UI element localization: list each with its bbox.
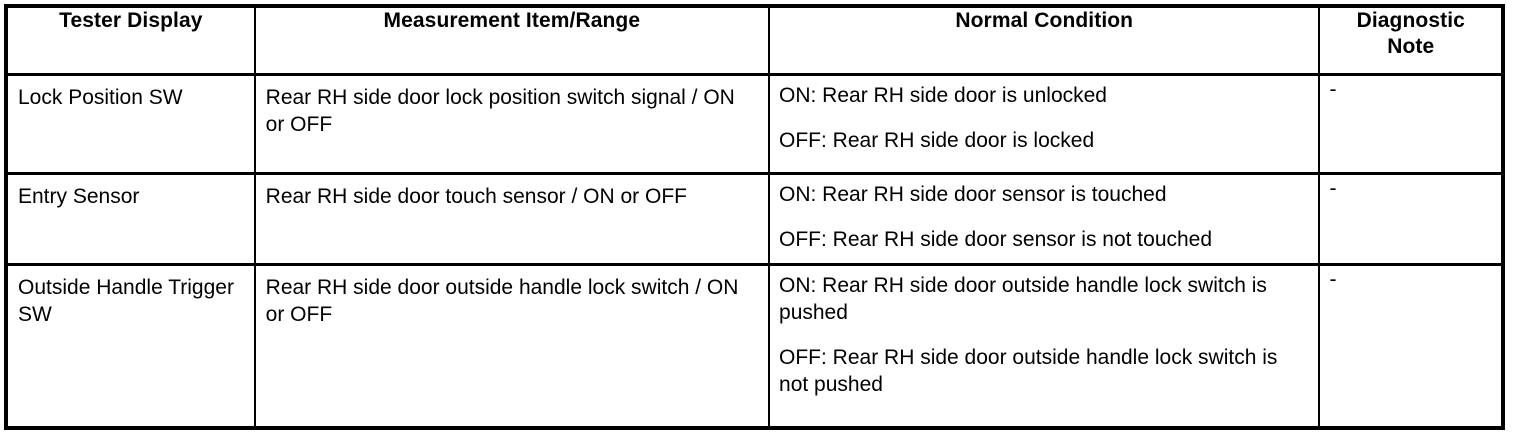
table-row: Entry Sensor Rear RH side door touch sen… — [6, 173, 1503, 266]
tester-display-value: Outside Handle Trigger SW — [18, 276, 240, 326]
header-label-normal-condition: Normal Condition — [955, 9, 1134, 32]
cell-normal-condition: ON: Rear RH side door is unlocked OFF: R… — [769, 74, 1321, 175]
table-row: Outside Handle Trigger SW Rear RH side d… — [6, 264, 1503, 428]
condition-spacer — [779, 208, 1310, 226]
normal-condition-block: ON: Rear RH side door outside handle loc… — [770, 266, 1318, 404]
condition-on-value: ON: Rear RH side door is unlocked — [779, 84, 1107, 107]
diagnostic-note-value: - — [1329, 78, 1337, 101]
condition-off-value: OFF: Rear RH side door sensor is not tou… — [779, 228, 1213, 251]
header-label-diagnostic-note-line2: Note — [1387, 35, 1435, 58]
diagnostic-note-value: - — [1329, 268, 1337, 291]
normal-condition-block: ON: Rear RH side door is unlocked OFF: R… — [770, 76, 1318, 160]
cell-tester-display: Entry Sensor — [6, 173, 256, 266]
condition-on-value: ON: Rear RH side door outside handle loc… — [779, 274, 1273, 324]
measurement-value: Rear RH side door touch sensor / ON or O… — [265, 185, 687, 208]
header-cell-diagnostic-note: Diagnostic Note — [1319, 6, 1503, 76]
table-row: Lock Position SW Rear RH side door lock … — [6, 74, 1503, 175]
diagnostic-note-value: - — [1329, 177, 1337, 200]
cell-measurement: Rear RH side door outside handle lock sw… — [254, 264, 771, 428]
header-label-tester-display: Tester Display — [59, 9, 203, 32]
cell-tester-display: Lock Position SW — [6, 74, 256, 175]
measurement-value: Rear RH side door outside handle lock sw… — [265, 276, 745, 326]
measurement-value: Rear RH side door lock position switch s… — [265, 86, 741, 136]
cell-measurement: Rear RH side door lock position switch s… — [254, 74, 771, 175]
cell-normal-condition: ON: Rear RH side door outside handle loc… — [769, 264, 1321, 428]
cell-tester-display: Outside Handle Trigger SW — [6, 264, 256, 428]
tester-display-value: Entry Sensor — [18, 185, 140, 208]
condition-spacer — [779, 326, 1310, 344]
cell-measurement: Rear RH side door touch sensor / ON or O… — [254, 173, 771, 266]
header-cell-normal-condition: Normal Condition — [769, 6, 1321, 76]
condition-off-value: OFF: Rear RH side door outside handle lo… — [779, 346, 1284, 396]
header-label-diagnostic-note-line1: Diagnostic — [1356, 9, 1465, 32]
tester-display-value: Lock Position SW — [18, 86, 183, 109]
diagnostic-data-table: Tester Display Measurement Item/Range No… — [4, 4, 1505, 430]
cell-diagnostic-note: - — [1319, 264, 1503, 428]
condition-spacer — [779, 109, 1310, 127]
header-cell-tester-display: Tester Display — [6, 6, 256, 76]
cell-normal-condition: ON: Rear RH side door sensor is touched … — [769, 173, 1321, 266]
header-label-measurement-item-range: Measurement Item/Range — [383, 9, 641, 32]
cell-diagnostic-note: - — [1319, 173, 1503, 266]
condition-off-value: OFF: Rear RH side door is locked — [779, 129, 1095, 152]
cell-diagnostic-note: - — [1319, 74, 1503, 175]
normal-condition-block: ON: Rear RH side door sensor is touched … — [770, 175, 1318, 259]
condition-on-value: ON: Rear RH side door sensor is touched — [779, 183, 1167, 206]
header-cell-measurement-item-range: Measurement Item/Range — [254, 6, 771, 76]
table-header-row: Tester Display Measurement Item/Range No… — [6, 6, 1503, 76]
